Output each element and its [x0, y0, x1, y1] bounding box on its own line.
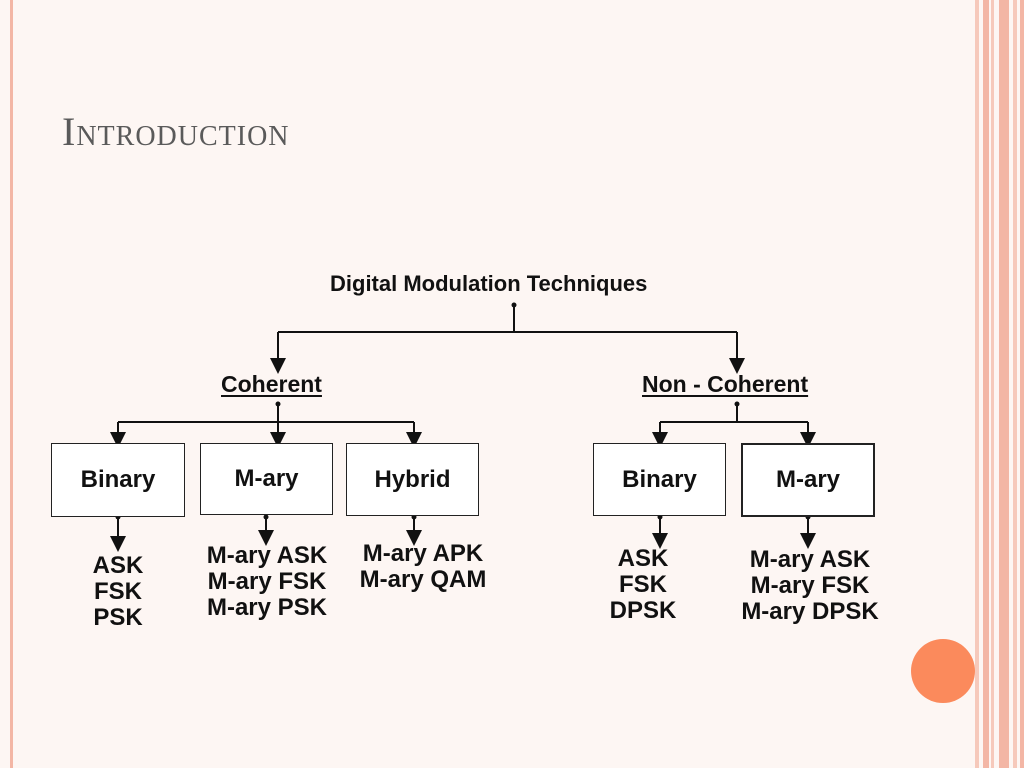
- coherent-hybrid-label: Hybrid: [374, 465, 451, 493]
- accent-circle: [911, 639, 975, 703]
- list-item: M-ary FSK: [750, 572, 870, 599]
- coherent-binary-box: Binary: [51, 443, 185, 517]
- noncoherent-binary-label: Binary: [622, 465, 697, 493]
- list-item: PSK: [93, 604, 143, 631]
- list-item: M-ary QAM: [359, 566, 487, 593]
- coherent-binary-label: Binary: [80, 466, 156, 493]
- list-item: M-ary ASK: [206, 542, 328, 569]
- coherent-mary-box: M-ary: [200, 443, 333, 515]
- noncoherent-binary-box: Binary: [593, 443, 726, 516]
- right-border-stripes: [975, 0, 1024, 768]
- noncoherent-binary-list: ASK FSK DPSK: [600, 546, 686, 624]
- root-node-label: Digital Modulation Techniques: [330, 271, 648, 296]
- list-item: M-ary PSK: [206, 594, 328, 621]
- slide-title: Introduction: [62, 109, 290, 154]
- list-item: M-ary APK: [362, 540, 484, 567]
- left-border-stripe: [10, 0, 13, 768]
- list-item: DPSK: [609, 597, 677, 624]
- noncoherent-mary-box: M-ary: [741, 443, 875, 517]
- list-item: FSK: [94, 578, 142, 605]
- list-item: ASK: [92, 552, 144, 579]
- noncoherent-mary-list: M-ary ASK M-ary FSK M-ary DPSK: [730, 547, 890, 625]
- coherent-mary-list: M-ary ASK M-ary FSK M-ary PSK: [196, 543, 338, 621]
- noncoherent-mary-label: M-ary: [775, 466, 841, 493]
- coherent-label: Coherent: [221, 371, 322, 397]
- coherent-hybrid-list: M-ary APK M-ary QAM: [348, 541, 498, 593]
- list-item: M-ary FSK: [207, 568, 327, 595]
- coherent-mary-label: M-ary: [234, 465, 299, 492]
- list-item: M-ary ASK: [749, 546, 871, 573]
- list-item: FSK: [619, 571, 667, 598]
- list-item: M-ary DPSK: [741, 598, 879, 625]
- noncoherent-label: Non - Coherent: [642, 371, 809, 397]
- coherent-binary-list: ASK FSK PSK: [70, 553, 166, 631]
- coherent-hybrid-box: Hybrid: [346, 443, 479, 516]
- list-item: ASK: [617, 545, 669, 572]
